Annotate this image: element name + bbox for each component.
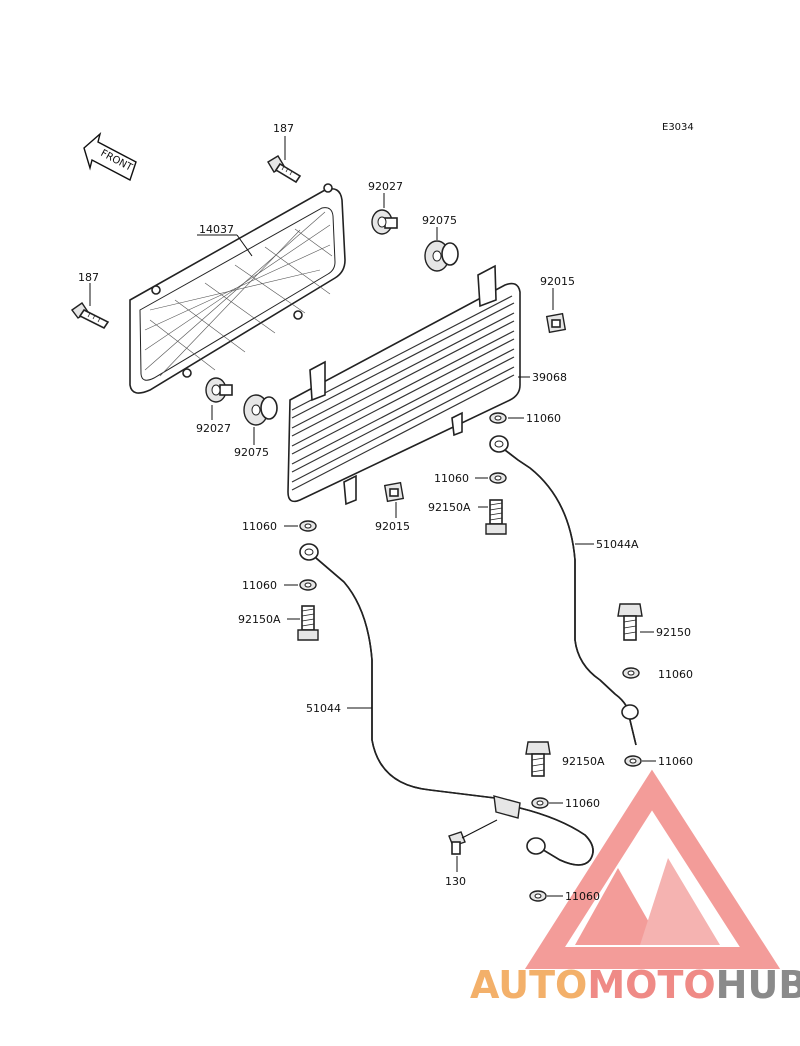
watermark-hub: HUB (716, 963, 800, 1007)
leader-14037b (236, 234, 253, 257)
label-92015-bottom: 92015 (375, 520, 410, 533)
washer-11060-f (624, 755, 642, 767)
screen-guard-14037 (129, 187, 346, 394)
label-11060-c: 11060 (242, 520, 277, 533)
washer-11060-h (529, 890, 547, 902)
washer-11060-a (489, 412, 507, 424)
hose-51044 (299, 543, 594, 866)
label-51044A: 51044A (596, 538, 639, 551)
hose-51044A (489, 435, 639, 746)
grommet-92027-bottom (205, 377, 233, 403)
label-92150A-a: 92150A (428, 501, 471, 514)
bolt-187-top (267, 155, 333, 193)
label-92027-bottom: 92027 (196, 422, 231, 435)
banjo-bolt-92150A-b (297, 605, 319, 641)
label-92150A-c: 92150A (562, 755, 605, 768)
banjo-bolt-92150 (617, 603, 643, 641)
washer-11060-e (622, 667, 640, 679)
watermark-logo (524, 769, 781, 969)
label-14037: 14037 (199, 223, 234, 236)
banjo-bolt-92150A-c (525, 741, 551, 777)
watermark-text: AUTOMOTOHUB (470, 963, 800, 1007)
grommet-92027-top (371, 209, 398, 235)
front-arrow-icon: FRONT (83, 132, 137, 182)
diagram-code: E3034 (662, 122, 694, 133)
washer-11060-b (489, 472, 507, 484)
label-11060-b: 11060 (434, 472, 469, 485)
label-92015-top: 92015 (540, 275, 575, 288)
washer-11060-g (531, 797, 549, 809)
bolt-187-left (71, 302, 110, 330)
label-11060-d: 11060 (242, 579, 277, 592)
clip-nut-92015-top (545, 312, 567, 334)
label-92027-top: 92027 (368, 180, 403, 193)
label-11060-h: 11060 (565, 890, 600, 903)
label-39068: 39068 (532, 371, 567, 384)
banjo-bolt-92150A-a (485, 499, 507, 535)
label-92150: 92150 (656, 626, 691, 639)
label-187-top: 187 (273, 122, 294, 135)
washer-11060-c (299, 520, 317, 532)
label-187-left: 187 (78, 271, 99, 284)
label-92075-bottom: 92075 (234, 446, 269, 459)
label-130: 130 (445, 875, 466, 888)
label-92150A-b: 92150A (238, 613, 281, 626)
label-92075-top: 92075 (422, 214, 457, 227)
mount-92075-top (424, 240, 459, 272)
oil-cooler-39068 (287, 264, 521, 506)
label-11060-g: 11060 (565, 797, 600, 810)
mount-92075-bottom (243, 394, 278, 426)
bolt-130 (448, 831, 466, 855)
clip-nut-92015-bottom (383, 481, 405, 503)
washer-11060-d (299, 579, 317, 591)
label-11060-f: 11060 (658, 755, 693, 768)
watermark-auto: AUTO (470, 963, 587, 1007)
label-11060-a: 11060 (526, 412, 561, 425)
watermark-moto: MOTO (587, 963, 715, 1007)
label-51044: 51044 (306, 702, 341, 715)
label-11060-e: 11060 (658, 668, 693, 681)
